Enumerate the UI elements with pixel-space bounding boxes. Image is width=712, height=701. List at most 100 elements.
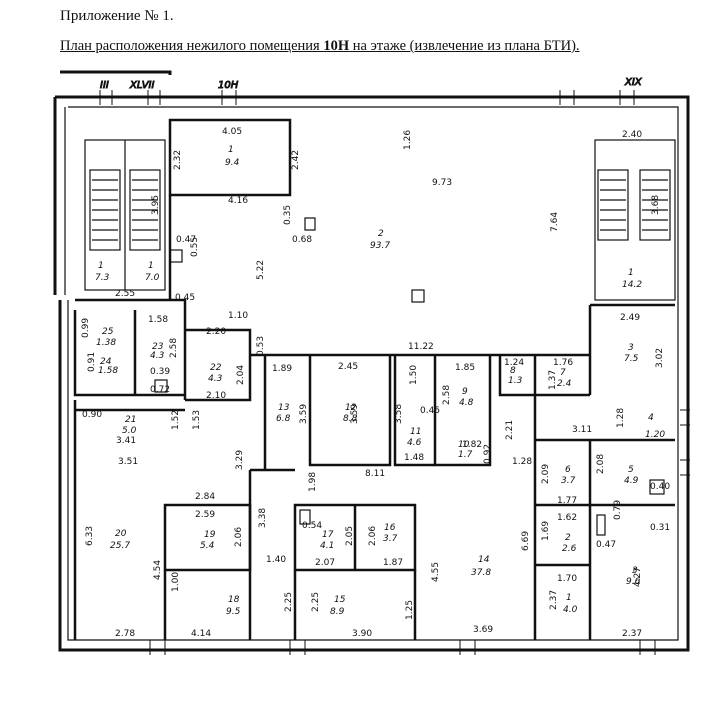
axis-label-3: XIX [624, 77, 643, 88]
room-labels: 19.4 293.7 17.3 17.0 114.2 251.38 234.3 … [95, 145, 665, 617]
dimension-label: 2.42 [291, 150, 301, 170]
dimension-label: 0.79 [613, 500, 623, 520]
axis-label-1: XLVII [129, 80, 154, 91]
windows [99, 90, 690, 655]
dimension-label: 3.95 [151, 195, 161, 215]
room-area: 14.2 [622, 280, 642, 290]
dimension-label: 2.59 [195, 510, 215, 520]
dimension-label: 2.09 [541, 464, 551, 484]
dimension-label: 9.73 [432, 178, 452, 188]
room-area: 2.6 [562, 544, 577, 554]
dimension-label: 0.68 [292, 235, 312, 245]
room-num: 8 [510, 366, 516, 376]
room-area: 9.5 [226, 607, 241, 617]
dimension-label: 0.35 [283, 205, 293, 225]
room-area: 93.7 [370, 241, 390, 251]
room-num: 5 [628, 465, 634, 475]
dimension-label: 4.16 [228, 196, 248, 206]
room-num: 1 [228, 145, 234, 155]
dimension-label: 3.68 [651, 195, 661, 215]
dimension-label: 2.25 [311, 592, 321, 612]
room-num: 1 [98, 261, 104, 271]
dimension-label: 2.32 [173, 150, 183, 170]
room-num: 2 [378, 229, 384, 239]
outer-walls [53, 70, 690, 652]
plan-title: План расположения нежилого помещения 10Н… [60, 38, 580, 55]
dimension-label: 2.25 [284, 592, 294, 612]
axis-label-2: 10Н [218, 80, 239, 91]
dimension-label: 1.98 [308, 472, 318, 492]
partitions [73, 118, 675, 640]
room-num: 20 [115, 529, 127, 539]
dimension-label: 1.28 [616, 408, 626, 428]
dimension-label: 1.26 [403, 130, 413, 150]
dimension-label: 2.78 [115, 629, 135, 639]
room-area: 8.9 [330, 607, 345, 617]
room-num: 7 [560, 368, 566, 378]
title-pre: План расположения нежилого помещения [60, 38, 324, 54]
room-area: 3.7 [561, 476, 576, 486]
room-num: 18 [228, 595, 240, 605]
dimension-label: 6.33 [85, 526, 95, 546]
title-room-id: 10Н [323, 38, 350, 54]
room-area: 3.7 [383, 534, 398, 544]
dimension-label: 4.54 [153, 560, 163, 580]
room-area: 2.4 [557, 379, 572, 389]
room-num: 3 [632, 566, 638, 576]
dimension-label: 2.05 [345, 526, 355, 546]
dimension-label: 3.41 [116, 436, 136, 446]
dimension-label: 1.89 [272, 364, 292, 374]
dimension-label: 2.20 [206, 327, 226, 337]
dimension-label: 2.40 [622, 130, 642, 140]
dimension-label: 11.22 [408, 342, 434, 352]
dimension-label: 1.48 [404, 453, 424, 463]
title-post: на этаже (извлечение из плана БТИ). [349, 38, 580, 54]
outer-wall-inner [64, 106, 679, 641]
dimension-label: 0.47 [596, 540, 616, 550]
dimension-label: 7.64 [550, 212, 560, 232]
dimension-label: 3.69 [473, 625, 493, 635]
room-area: 4.3 [208, 374, 223, 384]
room-area: 5.4 [200, 541, 215, 551]
dimension-label: 1.58 [148, 315, 168, 325]
room-num: 16 [384, 523, 396, 533]
dimension-label: 0.90 [82, 410, 102, 420]
room-area: 7.3 [95, 273, 110, 283]
dimension-label: 3.90 [352, 629, 372, 639]
room-area: 8.8 [343, 414, 358, 424]
dimension-label: 1.10 [228, 311, 248, 321]
stair-right [594, 139, 676, 301]
dimension-label: 0.31 [650, 523, 670, 533]
dimension-label: 2.06 [368, 526, 378, 546]
room-num: 6 [565, 465, 571, 475]
room-num: 1 [148, 261, 154, 271]
dimension-label: 3.11 [572, 425, 592, 435]
room-area: 37.8 [471, 568, 491, 578]
dimension-label: 1.82 [462, 440, 482, 450]
dimension-label: 2.84 [195, 492, 215, 502]
room-area: 4.9 [624, 476, 639, 486]
dimension-label: 4.55 [431, 562, 441, 582]
room-num: 11 [410, 427, 421, 437]
dimension-label: 2.04 [236, 365, 246, 385]
dimension-label: 1.69 [541, 521, 551, 541]
dimension-label: 0.54 [302, 521, 322, 531]
appendix-label: Приложение № 1. [60, 8, 174, 24]
room-area: 1.20 [645, 430, 665, 440]
room-area: 9.4 [225, 158, 240, 168]
room-area: 4.6 [407, 438, 422, 448]
room-area: 1.58 [98, 366, 118, 376]
room-area: 4.1 [320, 541, 334, 551]
dimension-label: 1.62 [557, 513, 577, 523]
room-num: 14 [478, 555, 490, 565]
room-num: 19 [204, 530, 216, 540]
dimension-label: 3.59 [350, 404, 360, 424]
dimension-label: 0.39 [150, 367, 170, 377]
dimension-label: 8.11 [365, 469, 385, 479]
dimension-label: 2.37 [549, 590, 559, 610]
dimension-label: 1.24 [504, 358, 524, 368]
dimension-label: 0.47 [176, 235, 196, 245]
room-num: 3 [628, 343, 634, 353]
room-num: 25 [102, 327, 114, 337]
